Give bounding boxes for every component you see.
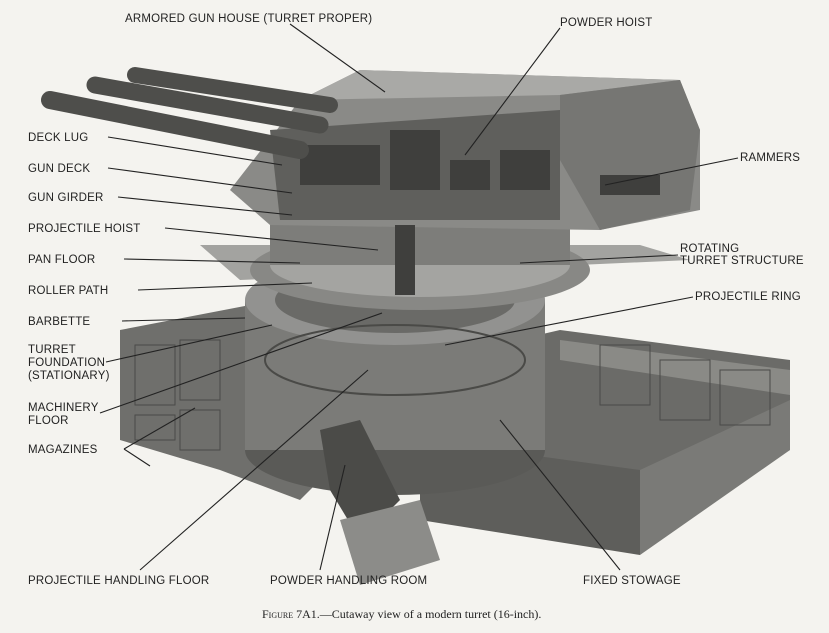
label-armored-gun-house: ARMORED GUN HOUSE (TURRET PROPER) [125, 13, 372, 25]
label-turret-foundation-3: (STATIONARY) [28, 370, 110, 382]
label-projectile-hoist: PROJECTILE HOIST [28, 223, 140, 235]
leader-lines [99, 23, 739, 571]
label-barbette: BARBETTE [28, 316, 90, 328]
label-machinery-floor-2: FLOOR [28, 415, 69, 427]
label-deck-lug: DECK LUG [28, 132, 88, 144]
figure-caption: Figure 7A1.—Cutaway view of a modern tur… [262, 607, 541, 621]
label-magazines: MAGAZINES [28, 444, 98, 456]
labels: ARMORED GUN HOUSE (TURRET PROPER) POWDER… [28, 13, 804, 587]
label-machinery-floor-1: MACHINERY [28, 402, 99, 414]
caption-text: —Cutaway view of a modern turret (16-inc… [319, 607, 542, 621]
label-turret-foundation-2: FOUNDATION [28, 357, 105, 369]
label-roller-path: ROLLER PATH [28, 285, 108, 297]
label-projectile-handling-floor: PROJECTILE HANDLING FLOOR [28, 575, 209, 587]
label-powder-handling-room: POWDER HANDLING ROOM [270, 575, 427, 587]
label-rotating-turret-structure-2: TURRET STRUCTURE [680, 255, 804, 267]
label-pan-floor: PAN FLOOR [28, 254, 95, 266]
label-powder-hoist: POWDER HOIST [560, 17, 653, 29]
label-projectile-ring: PROJECTILE RING [695, 291, 801, 303]
label-turret-foundation-1: TURRET [28, 344, 76, 356]
label-gun-deck: GUN DECK [28, 163, 90, 175]
label-rammers: RAMMERS [740, 152, 800, 164]
label-rotating-turret-structure-1: ROTATING [680, 243, 739, 255]
turret-illustration [41, 67, 790, 585]
caption-figure-number: Figure 7A1. [262, 607, 320, 621]
label-fixed-stowage: FIXED STOWAGE [583, 575, 681, 587]
label-gun-girder: GUN GIRDER [28, 192, 103, 204]
